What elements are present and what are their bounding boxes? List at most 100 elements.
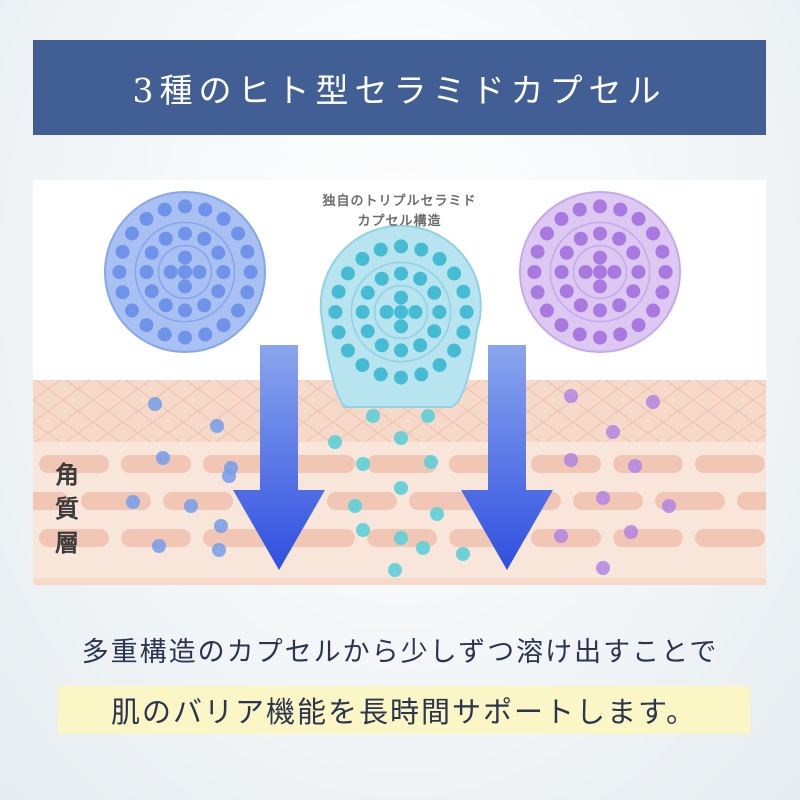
ceramide-dot [373, 367, 388, 382]
capsule-ring [350, 261, 452, 363]
capsule-ring [572, 244, 628, 300]
ceramide-dot [360, 324, 375, 339]
ceramide-dot [178, 279, 192, 294]
ceramide-dot [163, 265, 178, 279]
ceramide-dot [394, 290, 408, 305]
ceramide-dot [115, 285, 130, 300]
skin-cell [285, 529, 355, 547]
ceramide-dot [360, 285, 375, 300]
ceramide-dot [447, 266, 462, 281]
layer-label-char: 層 [55, 529, 79, 557]
ceramide-dot [572, 202, 587, 217]
ceramide-particle [156, 451, 170, 465]
penetration-arrows [233, 345, 553, 570]
ceramide-dot [593, 199, 607, 214]
ceramide-particle [596, 561, 610, 575]
capsules [104, 191, 681, 408]
ceramide-dot [447, 343, 462, 358]
ceramide-dot [115, 244, 130, 259]
ceramide-dot [394, 343, 408, 358]
ceramide-particle [184, 499, 198, 513]
skin-cell [285, 455, 355, 473]
ceramide-dot [178, 226, 192, 241]
capsule-structure-label: 独自のトリプルセラミド カプセル構造 [33, 192, 766, 232]
caption-line-1: 多重構造のカプセルから少しずつ溶け出すことで [81, 637, 719, 668]
ceramide-dot [178, 330, 192, 345]
title-banner: 3種のヒト型セラミドカプセル [33, 40, 766, 135]
ceramide-particle [421, 409, 435, 423]
ceramide-dot [530, 244, 545, 259]
skin-cell [39, 455, 109, 473]
ceramide-dot [427, 324, 442, 339]
ceramide-dot [231, 303, 246, 318]
ceramide-dot [573, 298, 588, 313]
ceramide-dot [394, 266, 408, 281]
ceramide-dot [211, 284, 226, 299]
ceramide-particle [646, 395, 660, 409]
ceramide-dot [216, 265, 231, 279]
capsule-blue [104, 191, 266, 353]
ceramide-dot [626, 245, 641, 260]
ceramide-dot [112, 265, 127, 279]
ceramide-dot [355, 251, 370, 266]
ceramide-dot [355, 358, 370, 373]
ceramide-particle [214, 519, 228, 533]
ceramide-dot [408, 305, 423, 319]
ceramide-dot [157, 327, 172, 342]
skin-cell [327, 492, 397, 510]
ceramide-dot [243, 265, 258, 279]
ceramide-dot [613, 327, 628, 342]
ceramide-dot [413, 271, 428, 286]
ceramide-particle [416, 541, 430, 555]
ceramide-dot [374, 271, 389, 286]
down-arrow [233, 345, 325, 570]
ceramide-dot [192, 265, 207, 279]
ceramide-dot [554, 318, 569, 333]
ceramide-dot [197, 231, 212, 246]
ceramide-dot [240, 285, 255, 300]
ceramide-dot [646, 226, 661, 241]
ceramide-particle [212, 543, 226, 557]
ceramide-particle [224, 461, 238, 475]
ceramide-dot [578, 265, 593, 279]
ceramide-dot [197, 298, 212, 313]
ceramide-dot [427, 285, 442, 300]
capsule-label-line-2: カプセル構造 [357, 214, 442, 229]
ceramide-dot [655, 244, 670, 259]
skin-cell [121, 529, 191, 547]
skin-cell [203, 455, 273, 473]
ceramide-dot [394, 370, 408, 385]
ceramide-dot [631, 318, 646, 333]
skin-cell [613, 455, 683, 473]
caption-highlight: 肌のバリア機能を長時間サポートします。 [58, 686, 750, 734]
diagram-panel: 独自のトリプルセラミド カプセル構造 角 質 層 [33, 180, 766, 585]
ceramide-dot [124, 226, 139, 241]
ceramide-dot [240, 244, 255, 259]
skin-cell [203, 529, 273, 547]
ceramide-particle [662, 499, 676, 513]
ceramide-dot [539, 226, 554, 241]
ceramide-particle [148, 397, 162, 411]
ceramide-particle [564, 453, 578, 467]
ceramide-dot [340, 266, 355, 281]
skin-cell [613, 529, 683, 547]
ceramide-particle [564, 389, 578, 403]
dissolving-particles [126, 389, 676, 577]
ceramide-particle [356, 457, 370, 471]
ceramide-dot [331, 325, 346, 340]
ceramide-dot [658, 265, 673, 279]
ceramide-particle [328, 435, 342, 449]
skin-cell [737, 492, 766, 510]
ceramide-particle [606, 425, 620, 439]
ceramide-dot [157, 202, 172, 217]
skin-cell [695, 529, 765, 547]
stratum-corneum-label: 角 質 層 [47, 458, 87, 560]
ceramide-dot [139, 265, 154, 279]
capsule-ring [157, 244, 213, 300]
ceramide-dot [631, 211, 646, 226]
ceramide-dot [158, 231, 173, 246]
skin-cell [121, 455, 191, 473]
ceramide-dot [612, 231, 627, 246]
skin-cell [409, 492, 479, 510]
capsule-purple [519, 191, 681, 353]
